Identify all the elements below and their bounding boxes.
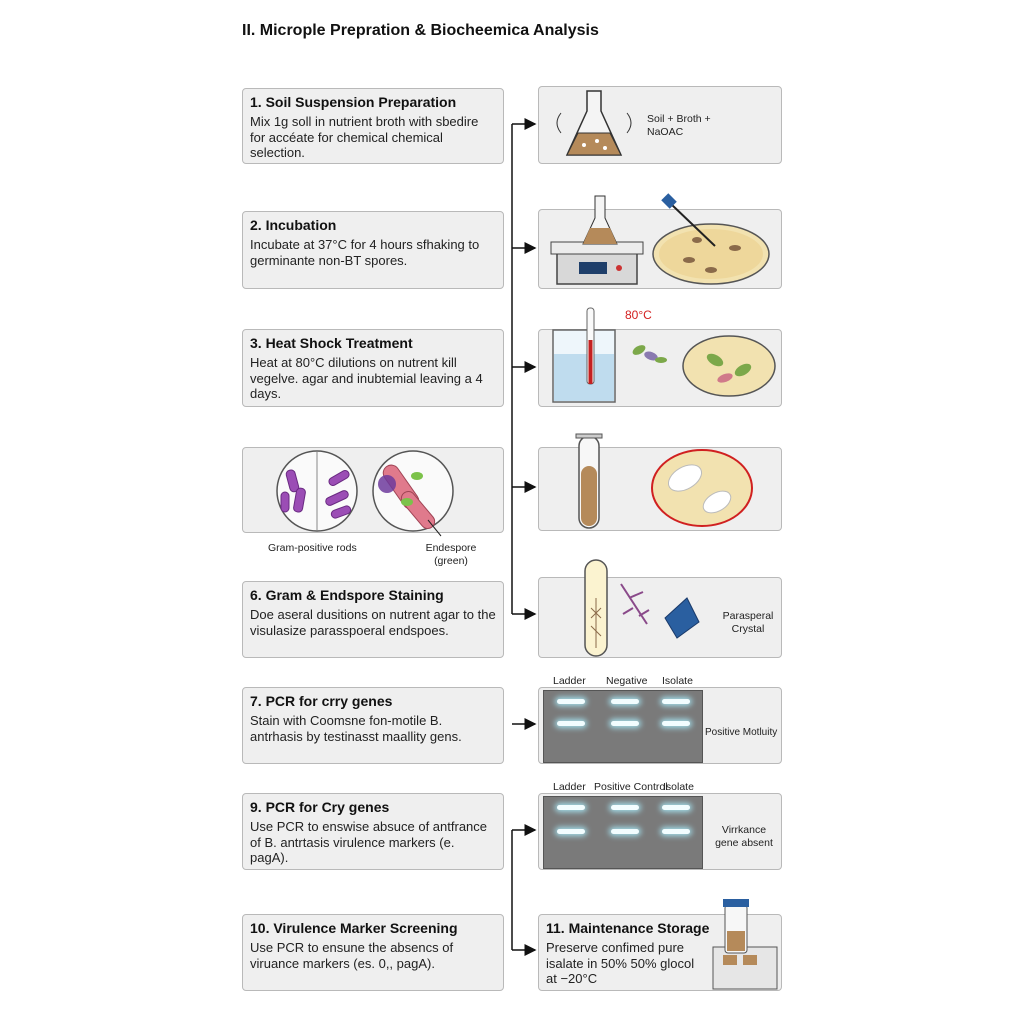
step-text: Heat at 80°C dilutions on nutrent kill v… [250,355,483,401]
gel-image [543,796,703,869]
shaker-incubator-icon [550,193,770,285]
culture-tube-plate-icon [575,433,753,529]
step-title: 9. PCR for Cry genes [250,799,390,815]
gel2-lane-isolate: Isolate [663,781,694,793]
gel-band [557,721,585,726]
step-text: Preserve confimed pure isalate in 50% 50… [546,940,695,986]
step-text: Use PCR to enswise absuce of antfrance o… [250,819,488,865]
step-gram-staining: 6. Gram & Endspore Staining Doe aseral d… [242,581,504,658]
step-title: 1. Soil Suspension Preparation [250,94,457,110]
microscope-views-illustration [276,450,454,537]
step-title: 7. PCR for crry genes [250,693,393,709]
gel1-lane-ladder: Ladder [553,675,586,687]
heat-shock-panel: 80°C [538,307,782,407]
gram-positive-label: Gram-positive rods [268,542,357,554]
test-tube-crystal-icon [584,559,700,657]
cryovial-storage-icon [712,899,778,990]
gel-band [662,805,690,810]
gel2-lane-positive: Positive Control [594,781,668,793]
temperature-label: 80°C [625,308,652,322]
step-heat-shock: 3. Heat Shock Treatment Heat at 80°C dil… [242,329,504,407]
gel1-lane-isolate: Isolate [662,675,693,687]
gel-band [662,829,690,834]
step-text: Mix 1g soll in nutrient broth with sbedi… [250,114,479,160]
gel-band [662,721,690,726]
step-incubation: 2. Incubation Incubate at 37°C for 4 hou… [242,211,504,289]
water-bath-thermometer-icon [552,307,776,403]
step-title: 11. Maintenance Storage [546,920,710,936]
step-text: Doe aseral dusitions on nutrent agar to … [250,607,496,638]
step-pcr-cry-1: 7. PCR for crry genes Stain with Coomsne… [242,687,504,764]
step-maintenance-storage: 11. Maintenance Storage Preserve confime… [538,899,782,991]
parasporal-label: Parasperal Crystal [722,610,774,635]
gel2-panel: Virrkance gene absent [538,793,782,870]
gel-image [543,690,703,763]
step-title: 10. Virulence Marker Screening [250,920,458,936]
step-soil-suspension: 1. Soil Suspension Preparation Mix 1g so… [242,88,504,164]
culture-panel [538,433,782,531]
gel2-lane-ladder: Ladder [553,781,586,793]
step-text: Incubate at 37°C for 4 hours sfhaking to… [250,237,480,268]
step-pcr-cry-2: 9. PCR for Cry genes Use PCR to enswise … [242,793,504,870]
step-title: 3. Heat Shock Treatment [250,335,413,351]
gel-band [611,721,639,726]
step-text: Use PCR to ensune the absencs of viruanc… [250,940,454,971]
gel2-note: Virrkance gene absent [715,824,773,849]
gel-band [557,829,585,834]
gel-band [557,805,585,810]
page-title: II. Microple Prepration & Biocheemica An… [242,22,599,39]
step-virulence-screening: 10. Virulence Marker Screening Use PCR t… [242,914,504,991]
step-title: 2. Incubation [250,217,337,233]
step-title: 6. Gram & Endspore Staining [250,587,444,603]
endospore-label: Endespore (green) [425,542,477,567]
staining-panel: Parasperal Crystal [538,559,782,658]
gel-band [557,699,585,704]
flask-panel: Soil + Broth + NaOAC [538,86,782,164]
erlenmeyer-flask-icon [556,90,632,156]
soil-broth-label: Soil + Broth + NaOAC [647,113,711,138]
step-text: Stain with Coomsne fon-motile B. antrhas… [250,713,462,744]
gel1-lane-negative: Negative [606,675,648,687]
gel-band [662,699,690,704]
gel1-note: Positive Motluity [705,727,778,738]
gel-band [611,805,639,810]
gel-band [611,829,639,834]
incubator-panel [538,193,782,289]
gel-band [611,699,639,704]
microscopy-panel [242,447,504,537]
gel1-panel: Positive Motluity [538,687,782,764]
